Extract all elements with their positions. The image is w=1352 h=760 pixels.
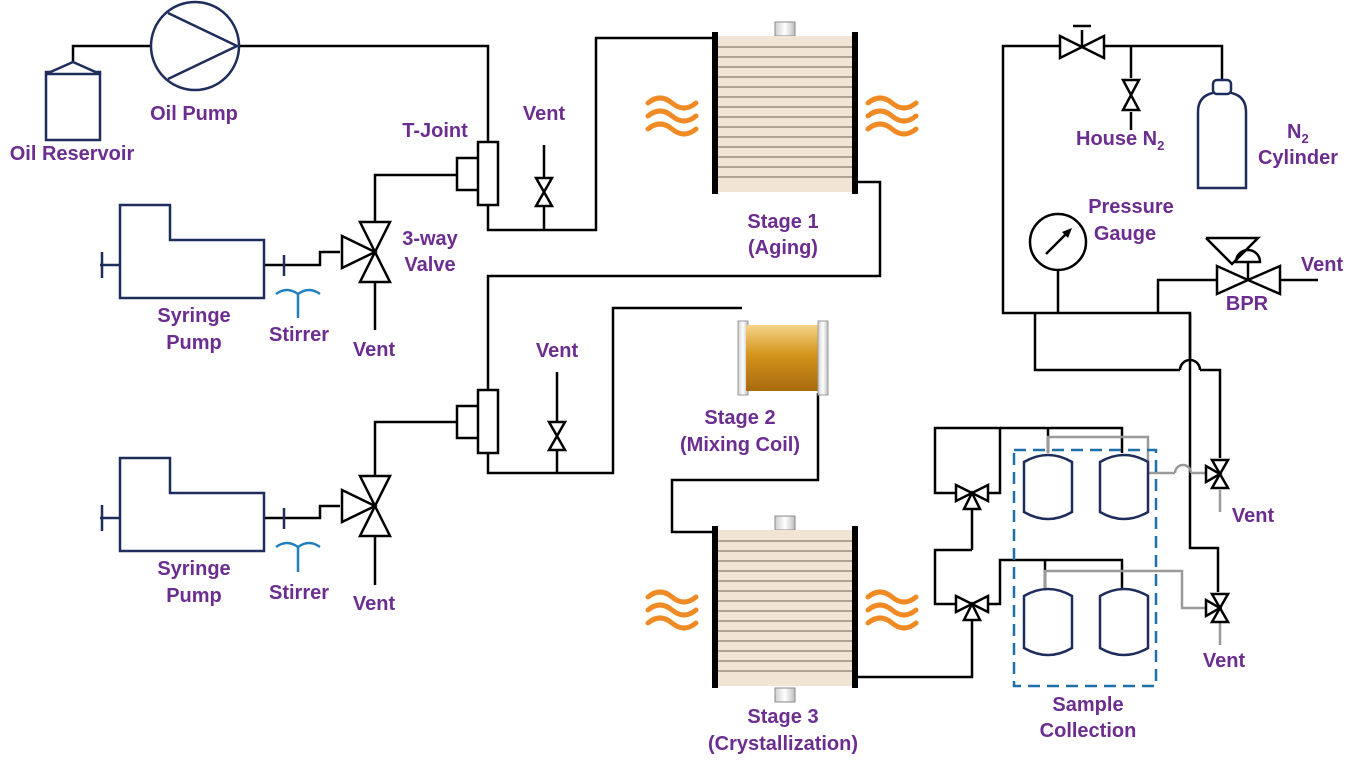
house-n2-label: House N2	[1076, 128, 1164, 153]
gray-lines	[1043, 435, 1222, 645]
sample-collection-label-line2: Collection	[1040, 720, 1137, 742]
sample-valve-upper-icon	[954, 482, 990, 511]
three-way-valve-bottom-icon	[340, 474, 393, 538]
stage2-mixing-coil	[737, 320, 829, 396]
stage1-reactor	[712, 21, 858, 194]
stage1-label-line1: Stage 1	[747, 211, 818, 233]
n2-shutoff-valve-icon	[1058, 24, 1106, 61]
oil-reservoir	[44, 60, 102, 142]
n2-cylinder-icon	[1196, 78, 1248, 190]
syringe-pump-bottom-label-line1: Syringe	[157, 558, 230, 580]
stage1-heater-left-icon	[645, 95, 699, 137]
vent-right-upper-label: Vent	[1232, 505, 1275, 527]
pipes	[71, 36, 1318, 679]
pressure-gauge-label-line1: Pressure	[1088, 196, 1174, 218]
vent-valve-top-icon	[533, 176, 555, 208]
stirrer-top-icon	[275, 288, 321, 318]
pressure-gauge-icon	[1028, 212, 1088, 272]
stirrer-bottom-icon	[275, 541, 321, 572]
syringe-pump-bottom-label-line2: Pump	[166, 585, 222, 607]
syringe-pump-top-label-line1: Syringe	[157, 305, 230, 327]
vent-top-label: Vent	[523, 103, 566, 125]
stage3-reactor	[712, 515, 858, 703]
sample-collection-box	[1012, 448, 1158, 688]
syringe-pump-bottom	[100, 456, 286, 553]
stage1-heater-right-icon	[865, 95, 919, 137]
house-n2-valve-icon	[1120, 78, 1142, 112]
oil-pump-label: Oil Pump	[150, 103, 238, 125]
oil-pump-icon	[149, 0, 241, 92]
syringe-pump-top-label-line2: Pump	[166, 332, 222, 354]
vent-valve-middle-icon	[546, 420, 568, 452]
oil-reservoir-label: Oil Reservoir	[10, 143, 135, 165]
t-joint-top	[455, 140, 500, 207]
stirrer-top-label: Stirrer	[269, 324, 329, 346]
stage3-label-line2: (Crystallization)	[708, 733, 858, 755]
vent-valve-bottom-label: Vent	[353, 593, 396, 615]
stage1-label-line2: (Aging)	[748, 237, 818, 259]
stage3-label-line1: Stage 3	[747, 706, 818, 728]
t-joint-bottom	[455, 388, 500, 455]
stirrer-bottom-label: Stirrer	[269, 582, 329, 604]
three-way-valve-label-line1: 3-way	[402, 228, 458, 250]
vent-valve-top-label: Vent	[353, 339, 396, 361]
vent-right-lower-label: Vent	[1203, 650, 1246, 672]
syringe-pump-top	[100, 203, 286, 300]
n2-cylinder-label-line1: N2	[1287, 121, 1309, 146]
vent-bpr-label: Vent	[1301, 254, 1344, 276]
vent-middle-label: Vent	[536, 340, 579, 362]
three-way-valve-top-icon	[340, 220, 393, 284]
stage2-label-line1: Stage 2	[704, 407, 775, 429]
bpr-valve-icon	[1205, 236, 1282, 296]
n2-cylinder-label-line2: Cylinder	[1258, 147, 1338, 169]
stage3-heater-left-icon	[645, 589, 699, 631]
vent-right-upper-valve-icon	[1204, 458, 1231, 490]
bpr-label: BPR	[1226, 293, 1269, 315]
sample-valve-lower-icon	[954, 593, 990, 622]
sample-collection-label-line1: Sample	[1052, 694, 1123, 716]
three-way-valve-label-line2: Valve	[404, 254, 455, 276]
vent-right-lower-valve-icon	[1204, 592, 1231, 624]
stage3-heater-right-icon	[865, 589, 919, 631]
stage2-label-line2: (Mixing Coil)	[680, 434, 800, 456]
labels: Oil Reservoir Oil Pump T-Joint Vent 3-wa…	[10, 103, 1344, 755]
t-joint-label: T-Joint	[402, 120, 468, 142]
pressure-gauge-label-line2: Gauge	[1094, 223, 1156, 245]
